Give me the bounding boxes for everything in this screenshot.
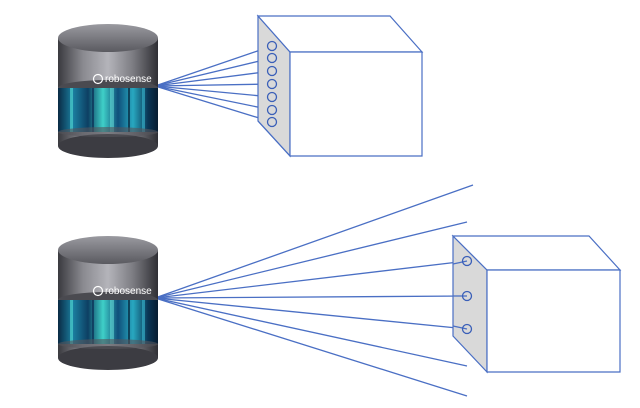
- hit-point: [266, 52, 278, 64]
- hit-point: [266, 78, 278, 90]
- hit-point: [266, 40, 278, 52]
- box-side-face: [486, 269, 621, 373]
- hit-point: [266, 65, 278, 77]
- beam: [154, 295, 468, 299]
- hit-point: [266, 104, 278, 116]
- beam: [154, 85, 273, 123]
- target-box-far: [451, 234, 622, 374]
- lidar-sensor-icon: robosense: [58, 24, 158, 158]
- hit-point: [461, 255, 473, 267]
- beam: [154, 45, 273, 87]
- beam: [154, 297, 468, 330]
- sensor-brand-label: robosense: [105, 74, 152, 85]
- beam: [154, 85, 273, 111]
- beam: [154, 57, 273, 87]
- beam: [154, 297, 468, 397]
- hit-point: [266, 91, 278, 103]
- hit-point: [461, 323, 473, 335]
- box-side-face: [289, 51, 423, 157]
- panel-near: robosense: [58, 14, 424, 158]
- beams-far: [154, 184, 474, 397]
- panel-far: robosense: [58, 184, 622, 397]
- target-box-near: [256, 14, 424, 158]
- beam: [154, 70, 273, 87]
- beam: [154, 221, 468, 299]
- beam: [154, 297, 468, 367]
- beam: [154, 83, 273, 87]
- hit-points-far: [461, 255, 473, 335]
- sensor-brand-label: robosense: [105, 286, 152, 297]
- beams-far-front: [452, 260, 468, 330]
- hit-points-near: [266, 40, 278, 128]
- beam: [154, 184, 474, 299]
- beams-near: [154, 45, 273, 123]
- beam: [154, 260, 468, 299]
- hit-point: [461, 290, 473, 302]
- hit-point: [266, 116, 278, 128]
- lidar-sensor-icon: robosense: [58, 236, 158, 370]
- beam: [154, 85, 273, 98]
